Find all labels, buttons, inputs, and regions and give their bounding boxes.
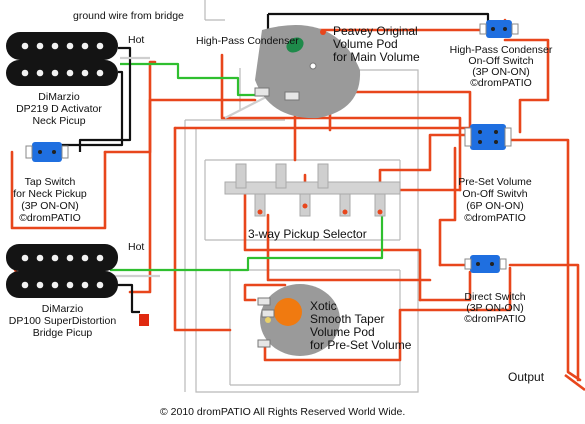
preset-switch-label-3: (6P ON-ON): [466, 200, 524, 212]
peavey-volume-pot: [254, 25, 361, 119]
hp-switch-label-3: (3P ON-ON): [472, 66, 530, 78]
output-jack-icon: [564, 373, 585, 392]
hp-switch-label-2: On-Off Switch: [468, 55, 534, 67]
tap-switch-label-1: Tap Switch: [24, 176, 76, 188]
tap-switch-label-3: (3P ON-ON): [21, 200, 79, 212]
copyright-text: © 2010 dromPATIO All Rights Reserved Wor…: [160, 406, 406, 418]
hot-wires-green: [110, 62, 384, 272]
capacitor-icon: [286, 37, 304, 53]
blade-selector-icon: [224, 163, 401, 217]
vol-pod-label-3: for Main Volume: [333, 50, 420, 64]
direct-switch-label-1: Direct Switch: [464, 291, 526, 303]
output-label: Output: [508, 370, 545, 384]
hp-switch-label-4: ©dromPATIO: [470, 77, 532, 89]
tap-switch-label-4: ©dromPATIO: [19, 212, 81, 224]
bridge-pickup-label-1: DiMarzio: [41, 303, 84, 315]
selector-label: 3-way Pickup Selector: [248, 227, 367, 241]
direct-switch-icon: [464, 255, 507, 273]
neck-hot-label: Hot: [128, 34, 145, 46]
xotic-label-1: Xotic: [310, 299, 337, 313]
preset-switch-label-1: Pre-Set Volume: [458, 176, 532, 188]
vol-pod-label-2: Volume Pod: [333, 37, 398, 51]
preset-switch-label-2: On-Off Switvh: [462, 188, 528, 200]
xotic-label-2: Smooth Taper: [310, 312, 385, 326]
neck-pickup-label-3: Neck Picup: [32, 115, 86, 127]
neck-pickup-label-1: DiMarzio: [38, 91, 80, 103]
neck-pickup-label-2: DP219 D Activator: [16, 103, 102, 115]
hp-switch-label-1: High-Pass Condenser: [449, 44, 553, 56]
direct-switch-label-2: (3P ON-ON): [466, 302, 524, 314]
bridge-pickup-icon: [6, 244, 118, 298]
xotic-volume-pot: [257, 284, 340, 356]
direct-switch-label-3: ©dromPATIO: [464, 313, 526, 325]
xotic-label-4: for Pre-Set Volume: [310, 338, 412, 352]
vol-pod-label-1: Peavey Original: [333, 24, 418, 38]
hp-condenser-label: High-Pass Condenser: [196, 35, 299, 47]
hp-switch-icon: [479, 20, 519, 38]
bridge-hot-label: Hot: [128, 241, 145, 253]
ground-terminal-icon: [139, 314, 149, 326]
preset-switch-icon: [464, 124, 512, 150]
xotic-label-3: Volume Pod: [310, 325, 375, 339]
preset-switch-label-4: ©dromPATIO: [464, 212, 526, 224]
tap-switch-label-2: for Neck Pickup: [13, 188, 87, 200]
neck-pickup-icon: [6, 32, 118, 86]
bridge-pickup-label-3: Bridge Picup: [32, 327, 93, 339]
ground-wire-label: ground wire from bridge: [73, 10, 184, 22]
tap-switch-icon: [25, 142, 69, 162]
white-wires: [112, 56, 271, 278]
bridge-pickup-label-2: DP100 SuperDistortion: [8, 315, 117, 327]
